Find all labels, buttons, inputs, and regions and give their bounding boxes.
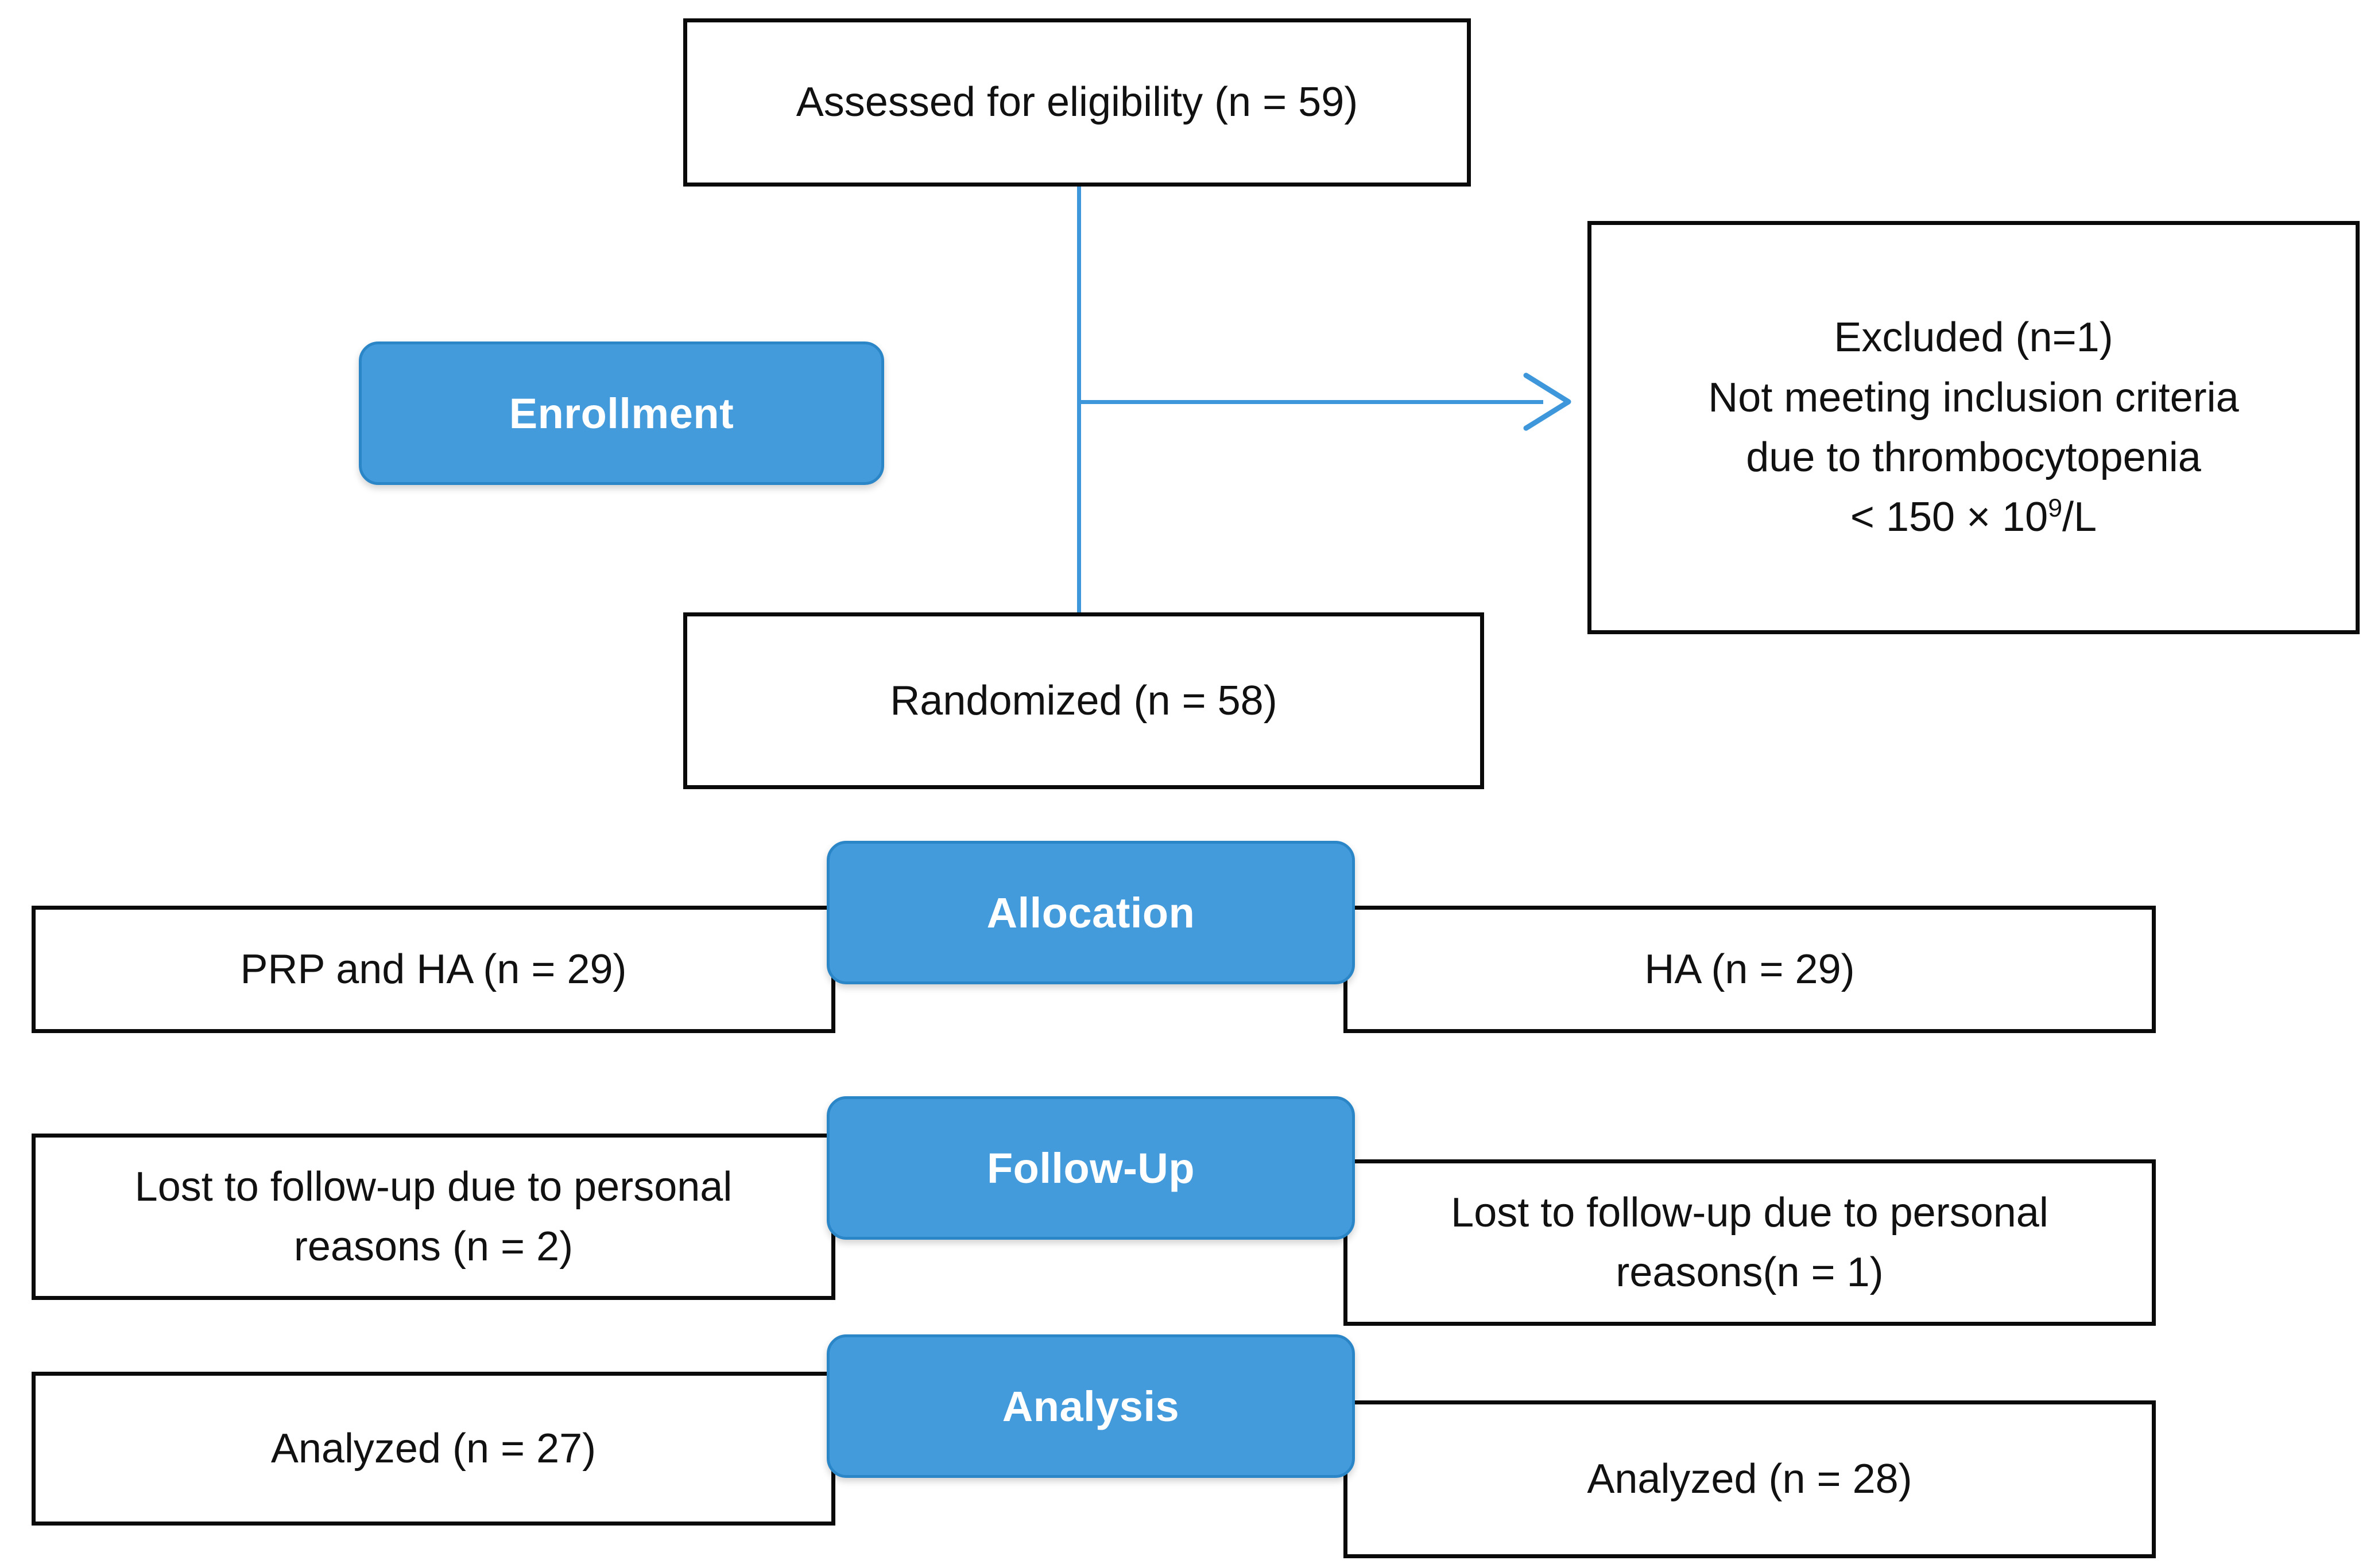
- follow-up-left-line-2: reasons (n = 2): [293, 1224, 574, 1270]
- stage-badge-allocation: Allocation: [827, 841, 1355, 984]
- allocation-left-box: PRP and HA (n = 29): [32, 906, 835, 1033]
- allocation-right-box: HA (n = 29): [1343, 906, 2156, 1033]
- stage-badge-follow-up: Follow-Up: [827, 1096, 1355, 1240]
- follow-up-right-line-2: reasons(n = 1): [1616, 1249, 1884, 1295]
- connector-to-excluded: [1077, 400, 1543, 404]
- stage-badge-follow-up-label: Follow-Up: [986, 1144, 1195, 1192]
- randomized-label: Randomized (n = 58): [890, 677, 1277, 724]
- analysis-left-label: Analyzed (n = 27): [270, 1425, 597, 1472]
- allocation-right-label: HA (n = 29): [1644, 946, 1855, 992]
- excluded-threshold-prefix: < 150 × 10: [1850, 494, 2048, 541]
- follow-up-left-box: Lost to follow-up due to personal reason…: [32, 1134, 835, 1300]
- randomized-box: Randomized (n = 58): [683, 612, 1484, 789]
- stage-badge-analysis-label: Analysis: [1002, 1382, 1180, 1430]
- analysis-right-box: Analyzed (n = 28): [1343, 1400, 2156, 1558]
- stage-badge-enrollment: Enrollment: [359, 341, 884, 485]
- stage-badge-allocation-label: Allocation: [986, 888, 1195, 937]
- connector-assessed-to-randomized: [1077, 187, 1081, 612]
- follow-up-left-line-1: Lost to follow-up due to personal: [134, 1163, 733, 1210]
- excluded-threshold: < 150 × 109/L: [1608, 487, 2340, 547]
- excluded-threshold-suffix: /L: [2062, 494, 2097, 541]
- assessed-for-eligibility-label: Assessed for eligibility (n = 59): [796, 79, 1358, 126]
- excluded-threshold-exponent: 9: [2048, 494, 2063, 523]
- analysis-left-box: Analyzed (n = 27): [32, 1372, 835, 1526]
- stage-badge-enrollment-label: Enrollment: [509, 389, 734, 437]
- assessed-for-eligibility-box: Assessed for eligibility (n = 59): [683, 18, 1471, 187]
- follow-up-right-box: Lost to follow-up due to personal reason…: [1343, 1159, 2156, 1326]
- excluded-line-2: Not meeting inclusion criteria: [1708, 374, 2239, 421]
- allocation-left-label: PRP and HA (n = 29): [240, 946, 627, 992]
- analysis-right-label: Analyzed (n = 28): [1587, 1456, 1912, 1503]
- excluded-box: Excluded (n=1) Not meeting inclusion cri…: [1587, 221, 2360, 634]
- excluded-line-3: due to thrombocytopenia: [1746, 434, 2201, 480]
- excluded-line-1: Excluded (n=1): [1834, 315, 2113, 361]
- stage-badge-analysis: Analysis: [827, 1334, 1355, 1478]
- follow-up-right-line-1: Lost to follow-up due to personal: [1451, 1189, 2048, 1236]
- arrowhead-icon: [1523, 372, 1571, 431]
